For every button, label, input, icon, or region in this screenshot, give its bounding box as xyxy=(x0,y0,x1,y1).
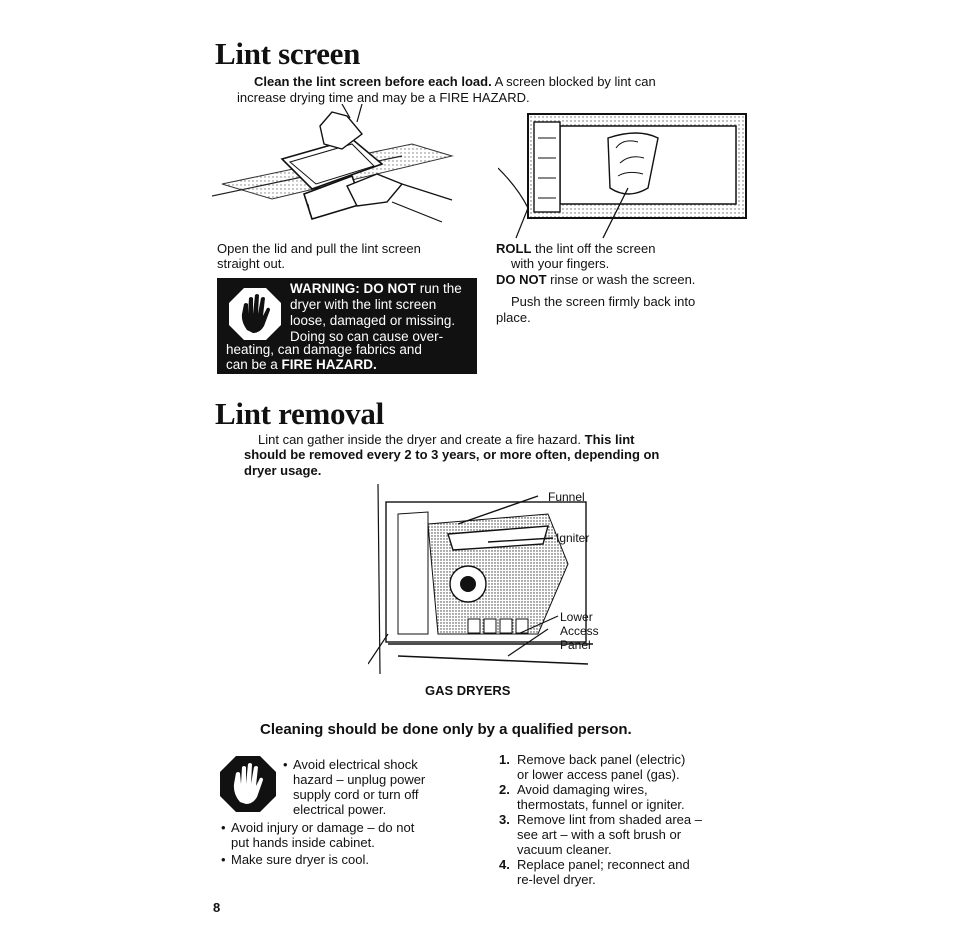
intro-bold: Clean the lint screen before each load. xyxy=(254,74,492,89)
step-text: re-level dryer. xyxy=(517,872,596,887)
gas-dryer-illustration xyxy=(368,484,608,680)
roll-line2: with your fingers. xyxy=(511,256,610,271)
bullet-line: electrical power. xyxy=(293,802,387,817)
stop-hand-icon xyxy=(227,286,283,342)
step-text: Replace panel; reconnect and xyxy=(517,857,690,872)
warning-line1: WARNING: DO NOT run the xyxy=(290,281,462,297)
roll-rest: the lint off the screen xyxy=(531,241,656,256)
step-text: see art – with a soft brush or xyxy=(517,827,682,842)
donot-bold: DO NOT xyxy=(496,272,547,287)
qualified-person-notice: Cleaning should be done only by a qualif… xyxy=(260,721,632,738)
pull-lint-screen-illustration xyxy=(212,104,472,234)
step-number: 3. xyxy=(499,812,510,827)
removal-intro-line1: Lint can gather inside the dryer and cre… xyxy=(258,432,634,447)
stop-hand-icon xyxy=(218,754,278,814)
step-item: 4. Replace panel; reconnect and re-level… xyxy=(499,857,739,887)
bullet-injury: Avoid injury or damage – do not put hand… xyxy=(221,820,481,850)
bullet-line: Avoid electrical shock xyxy=(283,757,483,772)
step-text: Avoid damaging wires, xyxy=(517,782,648,797)
step-number: 2. xyxy=(499,782,510,797)
lint-screen-heading: Lint screen xyxy=(215,36,361,71)
push-line2: place. xyxy=(496,310,531,325)
warning-line4: Doing so can cause over- xyxy=(290,329,444,344)
warning-fire-hazard: FIRE HAZARD. xyxy=(281,357,377,372)
donot-line: DO NOT rinse or wash the screen. xyxy=(496,272,695,287)
warning-line1-rest: run the xyxy=(416,281,462,296)
removal-intro-line2: should be removed every 2 to 3 years, or… xyxy=(244,447,660,462)
step-item: 3. Remove lint from shaded area – see ar… xyxy=(499,812,739,857)
donot-rest: rinse or wash the screen. xyxy=(546,272,696,287)
warning-line6-pre: can be a xyxy=(226,357,282,372)
bullet-cool: Make sure dryer is cool. xyxy=(221,852,481,867)
figure-caption-gas-dryers: GAS DRYERS xyxy=(425,683,511,698)
label-panel: Panel xyxy=(560,638,591,652)
lint-screen-intro-line2: increase drying time and may be a FIRE H… xyxy=(237,90,530,105)
step-item: 2. Avoid damaging wires, thermostats, fu… xyxy=(499,782,739,812)
label-funnel: Funnel xyxy=(548,490,585,504)
bullet-line: supply cord or turn off xyxy=(293,787,419,802)
page-number: 8 xyxy=(213,900,221,915)
cleaning-steps: 1. Remove back panel (electric) or lower… xyxy=(499,752,739,887)
label-access: Access xyxy=(560,624,599,638)
step-number: 1. xyxy=(499,752,510,767)
warning-line5: heating, can damage fabrics and xyxy=(226,342,422,357)
roll-lint-illustration xyxy=(498,108,750,240)
bullet-line: put hands inside cabinet. xyxy=(231,835,375,850)
bullet-line: hazard – unplug power xyxy=(293,772,426,787)
warning-line6: can be a FIRE HAZARD. xyxy=(226,357,377,373)
lint-removal-heading: Lint removal xyxy=(215,396,384,431)
warning-line3: loose, damaged or missing. xyxy=(290,313,456,328)
bullet-line: Make sure dryer is cool. xyxy=(221,852,481,867)
roll-line1: ROLL the lint off the screen xyxy=(496,241,655,256)
left-caption-line1: Open the lid and pull the lint screen xyxy=(217,241,421,256)
warning-line2: dryer with the lint screen xyxy=(290,297,437,312)
step-text: or lower access panel (gas). xyxy=(517,767,680,782)
warning-bold: WARNING: DO NOT xyxy=(290,281,416,296)
step-text: Remove lint from shaded area – xyxy=(517,812,702,827)
step-item: 1. Remove back panel (electric) or lower… xyxy=(499,752,739,782)
roll-bold: ROLL xyxy=(496,241,532,256)
left-caption-line2: straight out. xyxy=(217,256,285,271)
intro-rest: A screen blocked by lint can xyxy=(491,74,656,89)
step-text: vacuum cleaner. xyxy=(517,842,612,857)
step-text: Remove back panel (electric) xyxy=(517,752,686,767)
push-line1: Push the screen firmly back into xyxy=(511,294,696,309)
label-igniter: Igniter xyxy=(556,531,590,545)
lint-screen-intro-line1: Clean the lint screen before each load. … xyxy=(254,74,656,89)
removal-intro-line3: dryer usage. xyxy=(244,463,322,478)
removal-intro-text: Lint can gather inside the dryer and cre… xyxy=(258,432,585,447)
bullet-line: Avoid injury or damage – do not xyxy=(221,820,481,835)
label-lower: Lower xyxy=(560,610,593,624)
bullet-electrical-shock: Avoid electrical shock hazard – unplug p… xyxy=(283,757,483,817)
warning-box: WARNING: DO NOT run the dryer with the l… xyxy=(217,278,477,374)
step-number: 4. xyxy=(499,857,510,872)
step-text: thermostats, funnel or igniter. xyxy=(517,797,685,812)
removal-intro-bold1: This lint xyxy=(584,432,635,447)
